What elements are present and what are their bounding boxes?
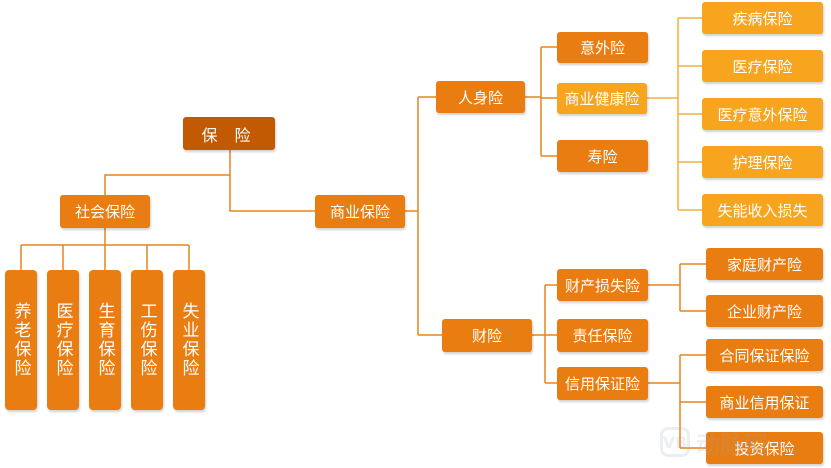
watermark: VB 动脉网 xyxy=(660,420,820,464)
life-insurance-node: 寿险 xyxy=(557,140,648,172)
disability-income-insurance-node: 失能收入损失 xyxy=(702,194,823,226)
health-insurance-node: 商业健康险 xyxy=(557,83,647,114)
property-insurance-node: 财险 xyxy=(442,319,532,352)
accident-insurance-node: 意外险 xyxy=(557,32,648,63)
social-insurance-node: 社会保险 xyxy=(60,195,150,228)
enterprise-property-insurance-node: 企业财产险 xyxy=(706,295,823,327)
connector-root-to-branches xyxy=(104,150,231,195)
medical-accident-insurance-node: 医疗意外保险 xyxy=(702,98,823,130)
commercial-credit-guarantee-node: 商业信用保证 xyxy=(706,386,823,418)
root-node: 保 险 xyxy=(183,117,275,150)
investment-insurance-node: 投资保险 xyxy=(706,432,823,464)
watermark-text: 动脉网 xyxy=(696,430,768,459)
commercial-insurance-node: 商业保险 xyxy=(315,195,405,228)
liability-insurance-node: 责任保险 xyxy=(557,319,648,352)
social-medical-insurance-node: 医疗保险 xyxy=(47,270,79,410)
watermark-logo-icon: VB xyxy=(660,427,690,457)
disease-insurance-node: 疾病保险 xyxy=(702,2,823,34)
work-injury-insurance-node: 工伤保险 xyxy=(131,270,163,410)
maternity-insurance-node: 生育保险 xyxy=(89,270,121,410)
medical-insurance-node: 医疗保险 xyxy=(702,50,823,82)
household-property-insurance-node: 家庭财产险 xyxy=(706,248,823,280)
connector-root-to-commercial xyxy=(229,175,315,212)
contract-guarantee-insurance-node: 合同保证保险 xyxy=(706,339,823,371)
pension-insurance-node: 养老保险 xyxy=(5,270,37,410)
unemployment-insurance-node: 失业保险 xyxy=(173,270,205,410)
credit-guarantee-insurance-node: 信用保证险 xyxy=(557,367,648,400)
personal-insurance-node: 人身险 xyxy=(436,81,525,113)
nursing-insurance-node: 护理保险 xyxy=(702,146,823,178)
property-loss-insurance-node: 财产损失险 xyxy=(557,269,648,301)
